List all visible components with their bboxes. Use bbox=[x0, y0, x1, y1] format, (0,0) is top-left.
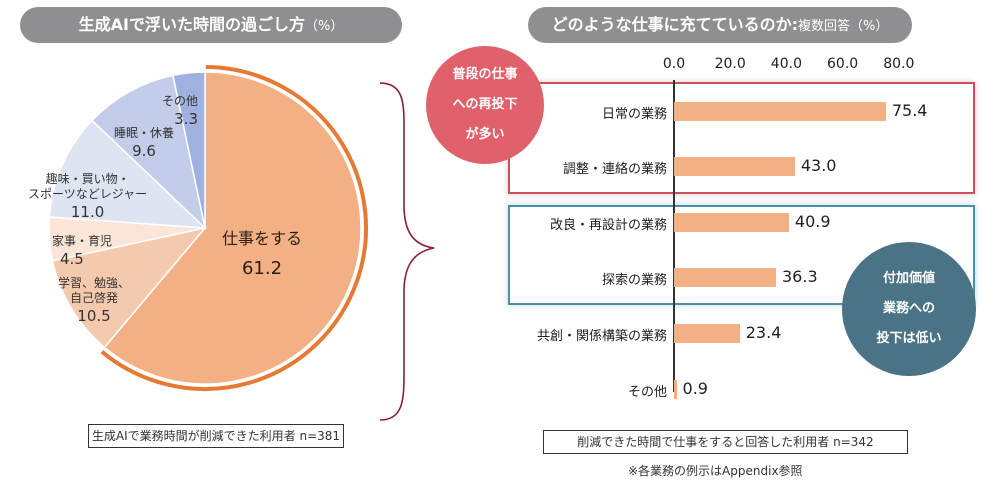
pie-slice bbox=[48, 119, 208, 229]
bar-category-label: 日常の業務 bbox=[601, 107, 667, 122]
x-tick-label: 60.0 bbox=[827, 56, 859, 72]
y-axis-line bbox=[673, 80, 675, 392]
footnote-text: ※各業務の例示はAppendix参照 bbox=[628, 464, 803, 478]
bar bbox=[674, 213, 789, 232]
x-tick-label: 20.0 bbox=[714, 56, 746, 72]
bar-value-label: 23.4 bbox=[745, 323, 782, 342]
bar-value-label: 43.0 bbox=[800, 156, 837, 175]
group-box-routine bbox=[508, 82, 975, 194]
callout-high-reinvest: 普段の仕事 への再投下 が多い bbox=[426, 46, 544, 164]
pie-label-housework: 家事・育児 4.5 bbox=[52, 234, 113, 268]
callout-line: 付加価値 bbox=[882, 271, 935, 286]
pie-slice bbox=[90, 74, 207, 231]
curly-brace-icon bbox=[379, 82, 435, 421]
bar bbox=[674, 268, 776, 287]
bar-category-label: 探索の業務 bbox=[601, 273, 667, 288]
callout-line: への再投下 bbox=[452, 97, 518, 112]
pie-value: 61.2 bbox=[241, 258, 283, 279]
right-note-text: 削減できた時間で仕事をすると回答した利用者 n=342 bbox=[577, 435, 874, 449]
bar-category-label: 共創・関係構築の業務 bbox=[536, 329, 667, 344]
pie-label-leisure: 趣味・買い物・スポーツなどレジャー 11.0 bbox=[28, 172, 148, 221]
pie-label-text: 仕事をする bbox=[222, 229, 303, 248]
right-sample-note: 削減できた時間で仕事をすると回答した利用者 n=342 bbox=[543, 430, 908, 454]
left-chart-title: 生成AIで浮いた時間の過ごし方（%） bbox=[20, 7, 402, 43]
bar-category-label: 改良・再設計の業務 bbox=[549, 218, 667, 233]
pie-highlight-ring bbox=[100, 65, 368, 391]
left-title-text: 生成AIで浮いた時間の過ごし方 bbox=[78, 15, 305, 34]
right-chart-title: どのような仕事に充てているのか:複数回答（%） bbox=[528, 7, 912, 43]
bar-category-label: 調整・連絡の業務 bbox=[562, 162, 667, 177]
callout-line: 業務への bbox=[882, 301, 935, 316]
bar bbox=[674, 380, 677, 399]
pie-slice bbox=[51, 226, 207, 349]
bar-value-label: 0.9 bbox=[682, 379, 708, 398]
x-tick-label: 0.0 bbox=[662, 56, 686, 72]
pie-label-other: その他 3.3 bbox=[162, 94, 199, 128]
bar-value-label: 40.9 bbox=[794, 212, 831, 231]
pie-chart bbox=[48, 65, 368, 391]
pie-value: 3.3 bbox=[174, 110, 199, 128]
pie-label-study: 学習、勉強、自己啓発 10.5 bbox=[58, 276, 131, 325]
pie-value: 10.5 bbox=[77, 307, 111, 325]
pie-label-work: 仕事をする 61.2 bbox=[222, 228, 302, 284]
callout-line: 投下は低い bbox=[876, 331, 942, 346]
bar-value-label: 36.3 bbox=[782, 267, 818, 286]
bar-value-label: 75.4 bbox=[891, 101, 928, 120]
pie-value: 11.0 bbox=[70, 203, 105, 221]
left-sample-note: 生成AIで業務時間が削減できた利用者 n=381 bbox=[88, 424, 344, 448]
appendix-footnote: ※各業務の例示はAppendix参照 bbox=[628, 462, 803, 479]
bar bbox=[674, 324, 740, 343]
x-tick-label: 40.0 bbox=[770, 56, 802, 72]
pie-value: 4.5 bbox=[60, 250, 84, 268]
pie-slice bbox=[172, 71, 206, 229]
bar-category-label: その他 bbox=[627, 385, 667, 400]
pie-label-sleep: 睡眠・休養 9.6 bbox=[114, 126, 175, 160]
x-tick-label: 80.0 bbox=[883, 56, 915, 72]
right-title-sub: 複数回答（%） bbox=[798, 19, 889, 34]
bar bbox=[674, 102, 886, 121]
left-note-text: 生成AIで業務時間が削減できた利用者 n=381 bbox=[91, 429, 341, 443]
callout-low-value-added: 付加価値 業務への 投下は低い bbox=[842, 242, 976, 376]
pie-value: 9.6 bbox=[132, 142, 156, 160]
bar bbox=[674, 157, 795, 176]
left-title-unit: （%） bbox=[304, 19, 344, 34]
right-title-text: どのような仕事に充てているのか: bbox=[551, 15, 799, 34]
callout-line: 普段の仕事 bbox=[452, 67, 518, 82]
callout-line: が多い bbox=[465, 127, 505, 142]
pie-slice bbox=[103, 71, 362, 385]
